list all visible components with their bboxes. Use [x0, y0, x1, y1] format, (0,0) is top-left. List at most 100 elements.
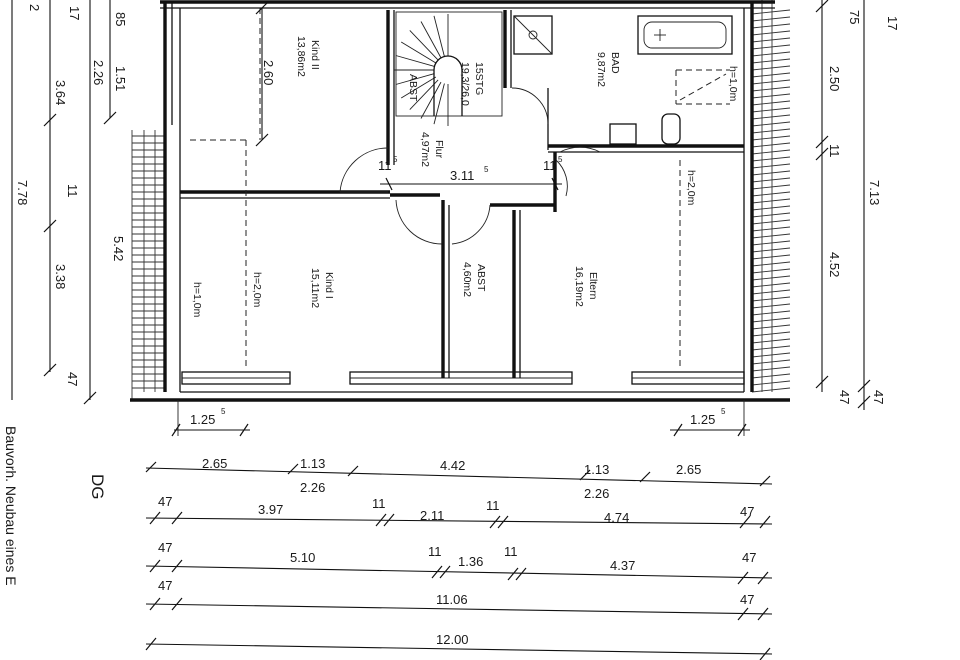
rafter-line: [751, 128, 791, 134]
rafter-line: [751, 296, 791, 302]
rafter-line: [751, 233, 791, 239]
left-dimensions: 2 17 85 2.26 1.51 3.64 11 7.78 3.38 5.42…: [11, 0, 128, 405]
rafter-line: [751, 373, 791, 379]
rafter-line: [751, 366, 791, 372]
stair-tread: [420, 21, 442, 59]
room-name-kind1: Kind I: [323, 272, 335, 299]
rafter-line: [751, 135, 791, 141]
height-label-h10a: h=1,0m: [191, 282, 203, 318]
dim-right-2-50: 2.50: [827, 66, 842, 91]
dim-right-11: 11: [827, 144, 842, 158]
rafter-line: [751, 37, 791, 43]
room-name-abst: ABST: [475, 264, 487, 292]
room-area-bad: 9,87m2: [595, 52, 607, 87]
rafter-line: [751, 345, 791, 351]
bottom-row2-2-11: 2.11: [420, 508, 444, 523]
rafter-line: [751, 86, 791, 92]
dim-right-75: 75: [847, 10, 862, 24]
bottom-row1-4-42: 4.42: [440, 458, 465, 473]
dim-left-1-51: 1.51: [113, 66, 128, 91]
dim-left-17: 17: [67, 6, 82, 20]
room-area-eltern: 16,19m2: [573, 266, 585, 307]
rafter-line: [751, 303, 791, 309]
bottom-row1-1-13a: 1.13: [300, 456, 325, 471]
bottom-row4-11-06: 11.06: [436, 592, 468, 607]
dim-1-25-right: 1.25: [690, 412, 715, 427]
dim-3-11: 3.11: [450, 168, 474, 183]
staircase: [394, 11, 503, 126]
rafter-line: [751, 156, 791, 162]
dim-11-right-sup: 5: [558, 155, 563, 164]
stair-steps: 15STG: [473, 62, 485, 95]
bottom-row4-47a: 47: [158, 578, 172, 593]
plan-dimensions: 2.60 3.11 5 11 5 11 5 1.25 5 1.25 5: [171, 1, 750, 437]
dim-right-17: 17: [885, 16, 900, 30]
stair-abst: ABST: [407, 74, 419, 102]
bottom-row2-3-97: 3.97: [258, 502, 283, 517]
dim-11-left-sup: 5: [393, 155, 398, 164]
right-dimensions: 17 75 2.50 11 7.13 4.52 47 47: [815, 0, 900, 410]
rafter-line: [751, 359, 791, 365]
rafter-line: [751, 114, 791, 120]
stair-tread: [420, 81, 442, 119]
bottom-row3-1-36: 1.36: [458, 554, 483, 569]
room-name-kind2: Kind II: [309, 40, 321, 70]
bottom-row3-47a: 47: [158, 540, 172, 555]
rafter-line: [751, 282, 791, 288]
dim-11-right: 11: [543, 158, 557, 173]
dim-left-85: 85: [113, 12, 128, 26]
room-name-eltern: Eltern: [587, 272, 599, 300]
rafter-line: [751, 219, 791, 225]
dim-11-left: 11: [378, 158, 392, 173]
bottom-row1-2-65a: 2.65: [202, 456, 227, 471]
dim-left-2-26: 2.26: [91, 60, 106, 85]
bath-fixtures: [513, 15, 733, 145]
height-label-h20b: h=2,0m: [685, 170, 697, 206]
dim-left-3-64: 3.64: [53, 80, 68, 105]
rafter-line: [751, 184, 791, 190]
rafter-line: [751, 289, 791, 295]
rafter-line: [751, 387, 791, 393]
roof-hatching: [131, 0, 791, 400]
rafter-line: [751, 142, 791, 148]
rafter-line: [751, 72, 791, 78]
dim-left-3-38: 3.38: [53, 264, 68, 289]
rafter-line: [751, 310, 791, 316]
rafter-line: [751, 198, 791, 204]
rafter-line: [751, 65, 791, 71]
rafter-line: [751, 380, 791, 386]
rafter-line: [751, 240, 791, 246]
rafter-line: [751, 268, 791, 274]
dim-right-7-13: 7.13: [867, 180, 882, 205]
dim-1-25-left: 1.25: [190, 412, 215, 427]
rafter-line: [751, 338, 791, 344]
doors: [339, 87, 601, 245]
bottom-row5-12-00: 12.00: [436, 632, 469, 647]
height-label-h10b: h=1,0m: [727, 66, 739, 102]
rafter-line: [751, 191, 791, 197]
dim-1-25-right-sup: 5: [721, 407, 726, 416]
rafter-line: [751, 205, 791, 211]
side-note: Bauvorh. Neubau eines E: [3, 426, 19, 586]
dim-right-47b: 47: [837, 390, 852, 404]
bottom-row4-47b: 47: [740, 592, 754, 607]
bottom-row3-47b: 47: [742, 550, 756, 565]
bottom-row2-47a: 47: [158, 494, 172, 509]
walls: [130, 0, 790, 402]
dim-left-2: 2: [27, 4, 42, 11]
bottom-row2-11b: 11: [486, 498, 500, 513]
stair-outline: [395, 11, 503, 117]
dim-2-60: 2.60: [261, 60, 276, 85]
dim-left-7-78: 7.78: [15, 180, 30, 205]
dim-right-4-52: 4.52: [827, 252, 842, 277]
rafter-line: [751, 44, 791, 50]
bottom-row1-1-13b: 1.13: [584, 462, 609, 477]
stair-well: [433, 55, 463, 116]
rafter-line: [751, 324, 791, 330]
rafter-line: [751, 58, 791, 64]
bottom-row2-47b: 47: [740, 504, 754, 519]
rafter-line: [751, 23, 791, 29]
rafter-line: [751, 16, 791, 22]
dim-1-25-left-sup: 5: [221, 407, 226, 416]
